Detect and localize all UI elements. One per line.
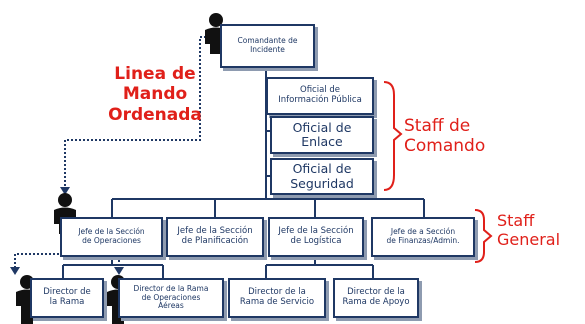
logistics-chief-box: Jefe de la Sección de Logística: [268, 217, 364, 257]
air-ops-branch-director-box: Director de la Rama de Operaciones Aérea…: [118, 278, 224, 318]
general-staff-label: Staff General: [497, 211, 561, 250]
safety-officer-box: Oficial de Seguridad: [270, 158, 374, 195]
public-info-officer-box: Oficial de Información Pública: [266, 77, 374, 115]
branch-director-box: Director de la Rama: [30, 278, 104, 318]
chain-of-command-label: Linea de Mando Ordenada: [108, 64, 202, 125]
support-branch-director-box: Director de la Rama de Apoyo: [333, 278, 419, 318]
planning-chief-box: Jefe de la Sección de Planificación: [166, 217, 264, 257]
operations-chief-box: Jefe de la Sección de Operaciones: [60, 217, 163, 257]
liaison-officer-box: Oficial de Enlace: [270, 116, 374, 154]
incident-commander-box: Comandante de Incidente: [220, 24, 315, 68]
service-branch-director-box: Director de la Rama de Servicio: [228, 278, 326, 318]
command-staff-label: Staff de Comando: [404, 116, 486, 157]
finance-admin-chief-box: Jefe de a Sección de Finanzas/Admin.: [371, 217, 475, 257]
